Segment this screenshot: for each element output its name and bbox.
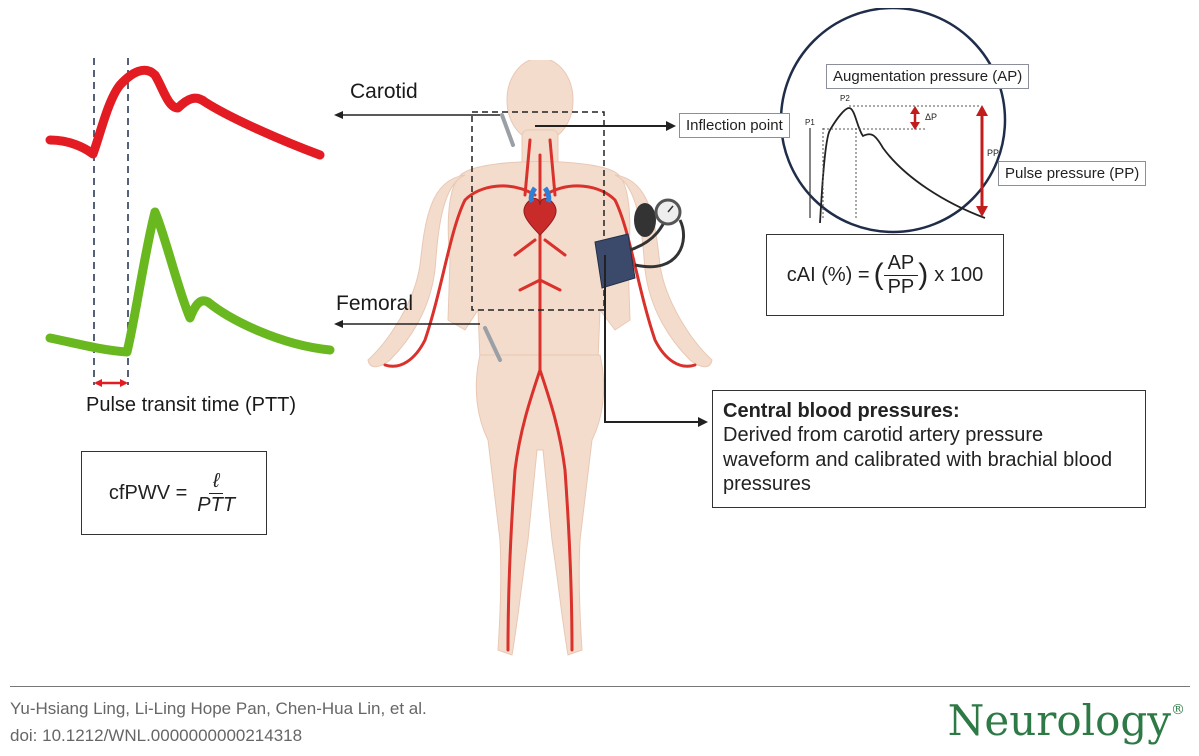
central-pressures-title: Central blood pressures: — [723, 400, 960, 422]
cai-lhs: cAI (%) = — [786, 263, 870, 286]
ptt-label: Pulse transit time (PTT) — [86, 394, 297, 416]
footer-divider — [10, 686, 1190, 687]
delta-p-arrow — [910, 106, 920, 130]
carotid-label: Carotid — [350, 80, 418, 103]
pulse-pressure-label: Pulse pressure (PP) — [998, 161, 1147, 186]
heart-icon — [523, 186, 557, 236]
augmentation-pressure-label: Augmentation pressure (AP) — [826, 64, 1030, 89]
femoral-probe — [483, 326, 502, 362]
brand-mark: ® — [1171, 702, 1185, 718]
pp-small-label: PP — [987, 148, 1000, 158]
cfpwv-lhs: cfPWV = — [108, 481, 188, 504]
carotid-waveform — [45, 65, 325, 160]
human-body-figure — [367, 60, 713, 656]
cfpwv-formula-box: cfPWV = ℓ PTT — [81, 451, 267, 535]
dashed-pathway-outline — [471, 111, 605, 311]
p2-label: P2 — [840, 94, 850, 103]
central-box-arrow — [604, 255, 700, 423]
cai-numerator: AP — [883, 252, 919, 276]
ptt-arrow — [94, 379, 128, 387]
p1-label: P1 — [805, 118, 815, 127]
femoral-waveform — [45, 207, 335, 357]
delta-p-label: ΔP — [925, 112, 938, 122]
cai-denominator: PP — [887, 275, 915, 298]
cai-rhs: x 100 — [934, 263, 984, 286]
carotid-probe — [500, 113, 515, 147]
inflection-point-label: Inflection point — [679, 113, 790, 138]
femoral-label: Femoral — [336, 292, 414, 315]
footer-authors: Yu-Hsiang Ling, Li-Ling Hope Pan, Chen-H… — [10, 699, 427, 718]
cfpwv-denominator: PTT — [197, 493, 236, 516]
aortic-pressure-wave — [819, 107, 986, 224]
arterial-tree — [383, 138, 697, 652]
pulse-waveforms — [45, 58, 335, 387]
central-pressures-body: Derived from carotid artery pressure wav… — [723, 424, 1113, 496]
pp-arrow — [976, 105, 988, 217]
connector-arrows — [334, 111, 708, 427]
central-pressures-box: Central blood pressures: Derived from ca… — [712, 390, 1146, 508]
cfpwv-numerator: ℓ — [208, 470, 224, 494]
neurology-logo: Neurology® — [948, 696, 1185, 745]
cai-formula-box: cAI (%) = ( AP PP ) x 100 — [766, 234, 1004, 316]
footer-doi: doi: 10.1212/WNL.0000000000214318 — [10, 726, 303, 745]
brand-name: Neurology — [947, 696, 1171, 745]
